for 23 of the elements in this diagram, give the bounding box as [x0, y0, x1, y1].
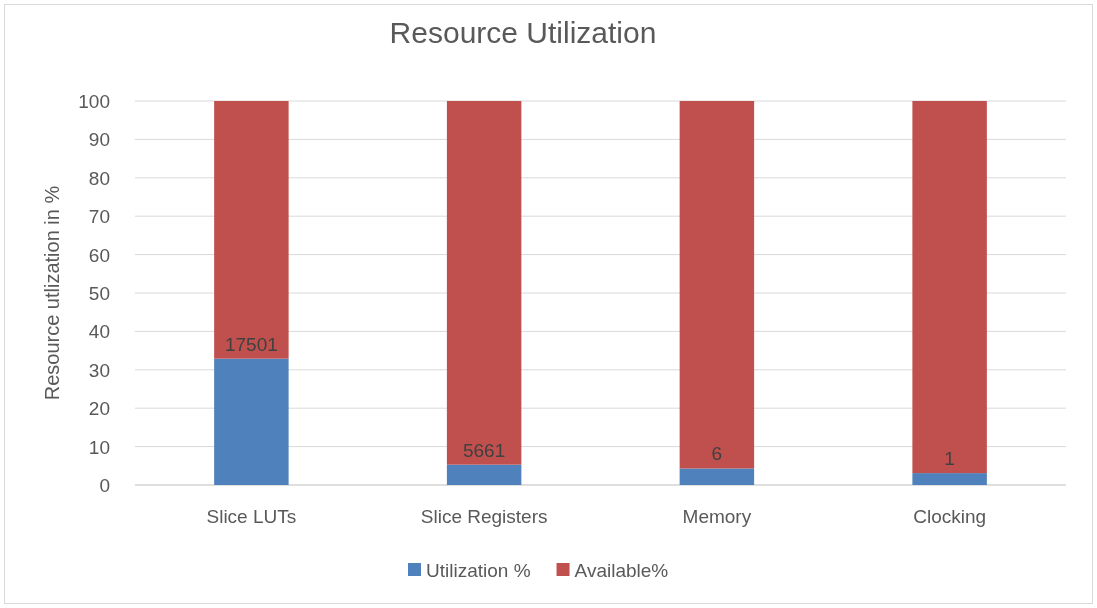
data-label: 5661 — [463, 439, 506, 461]
x-tick-label: Memory — [682, 506, 752, 527]
data-label: 6 — [711, 443, 723, 465]
x-tick-label: Clocking — [913, 506, 987, 527]
legend-label: Utilization % — [426, 560, 531, 581]
legend-label: Available% — [574, 560, 669, 581]
y-tick-label: 40 — [88, 321, 110, 343]
y-tick-label: 20 — [88, 398, 110, 420]
x-tick-label: Slice LUTs — [206, 506, 297, 527]
y-tick-label: 10 — [88, 436, 110, 458]
x-tick-label: Slice Registers — [420, 506, 548, 527]
y-tick-label: 30 — [88, 359, 110, 381]
chart-title: Resource Utilization — [389, 16, 657, 49]
y-tick-label: 70 — [88, 206, 110, 228]
data-label: 1 — [944, 448, 955, 470]
y-axis-title: Resource utlization in % — [41, 185, 63, 401]
data-label: 17501 — [224, 333, 278, 355]
y-tick-label: 50 — [88, 283, 110, 304]
y-tick-label: 90 — [88, 129, 110, 151]
y-tick-label: 80 — [88, 167, 110, 189]
y-tick-label: 100 — [78, 91, 110, 112]
y-tick-label: 0 — [99, 475, 110, 496]
y-tick-label: 60 — [88, 244, 110, 266]
